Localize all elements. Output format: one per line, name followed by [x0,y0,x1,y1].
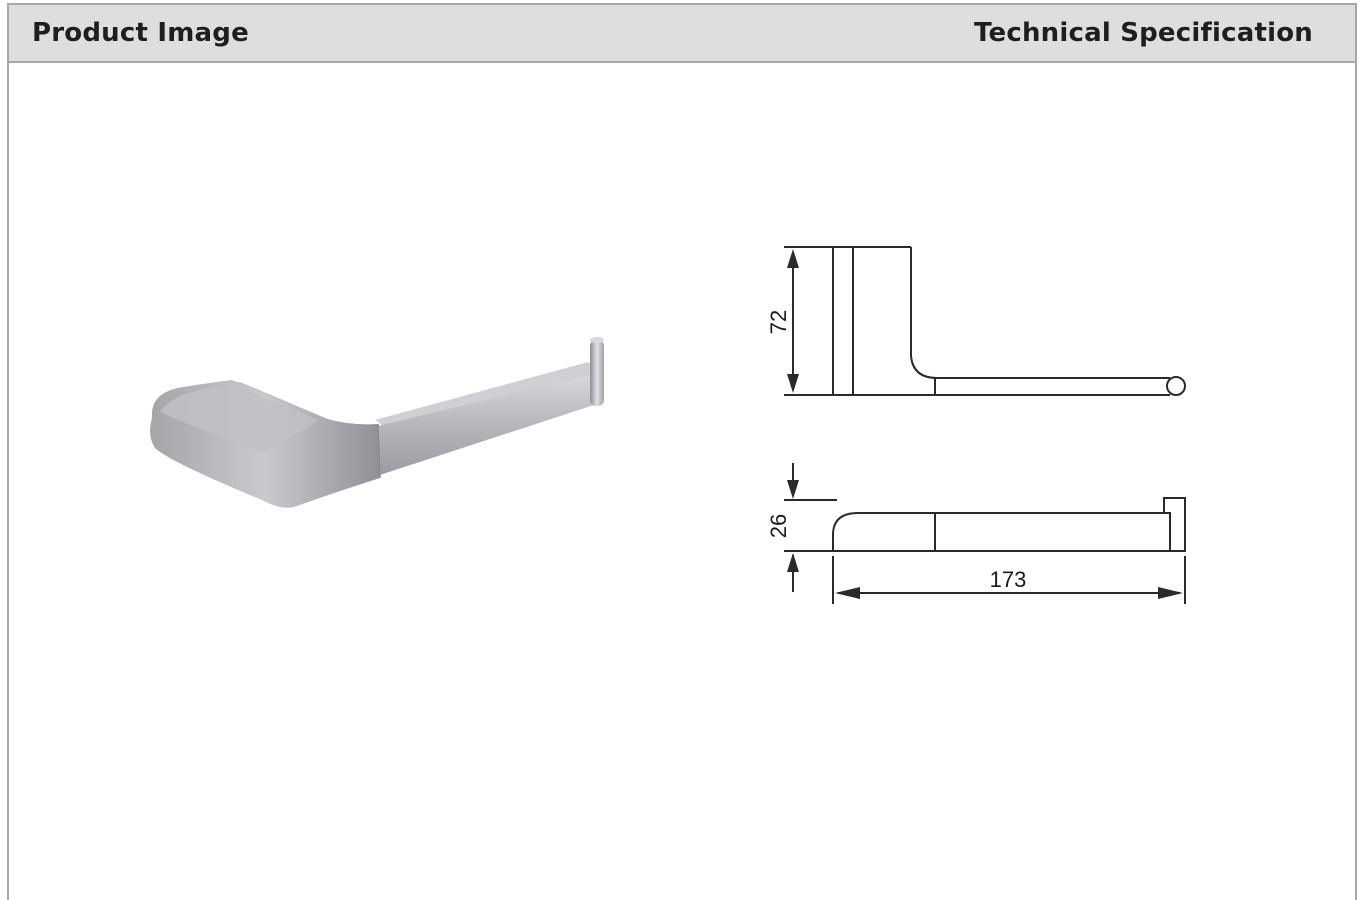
base-arm-seam [377,423,381,479]
end-post [590,340,604,406]
product-photo-toilet-roll-holder [150,337,604,508]
header-bar: Product Image Technical Specification [9,5,1355,63]
product-image-heading: Product Image [32,18,249,48]
dim-26-arrow-bottom [787,553,799,572]
dim-72-arrow-top [787,249,799,268]
end-post-cap [590,337,604,343]
plan-view-end-post [1163,497,1186,552]
dim-26-arrow-top [787,480,799,499]
technical-specification-heading: Technical Specification [974,18,1313,48]
base-highlight [160,384,318,452]
arm-side-face [378,372,603,475]
dim-72-label: 72 [766,310,791,334]
side-view-end-cap [1166,376,1186,396]
dim-26-label: 26 [766,514,791,538]
plan-view-outline [832,512,1171,552]
dim-173-arrow-left [835,587,860,599]
dim-72-arrow-bottom [787,374,799,393]
dim-173-arrow-right [1158,587,1183,599]
dim-173-label: 173 [990,567,1027,592]
side-view-arm-outline [910,247,1170,379]
